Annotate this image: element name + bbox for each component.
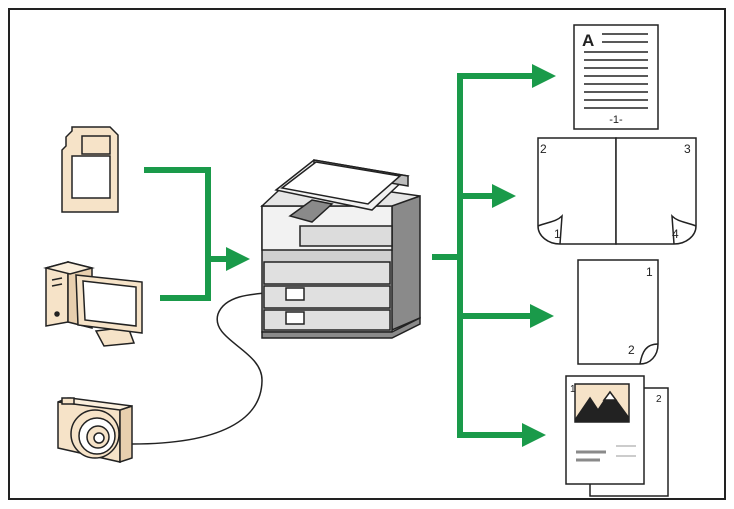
booklet-page-4: 4 xyxy=(672,227,679,241)
camera-icon xyxy=(57,397,133,464)
booklet-icon xyxy=(537,137,697,245)
booklet-page-2: 2 xyxy=(540,142,547,156)
duplex-page-1: 1 xyxy=(646,265,653,279)
duplex-page-icon xyxy=(577,259,659,365)
output-connectors xyxy=(432,73,534,438)
booklet-page-3: 3 xyxy=(684,142,691,156)
photo-pages-icon xyxy=(565,375,669,497)
output-arrow-head-3 xyxy=(530,304,554,328)
input-arrow-head xyxy=(226,247,250,271)
output-arrow-head-4 xyxy=(522,423,546,447)
document-letter: A xyxy=(582,31,594,50)
output-arrow-head-1 xyxy=(532,64,556,88)
usb-cable xyxy=(131,291,281,445)
text-document-icon xyxy=(573,24,659,130)
duplex-page-2: 2 xyxy=(628,343,635,357)
booklet-page-1: 1 xyxy=(554,227,561,241)
photo-tile-number-1: 1 xyxy=(570,384,576,395)
printer-icon xyxy=(260,159,421,339)
sd-card-icon xyxy=(61,126,119,213)
computer-icon xyxy=(43,261,143,347)
output-arrow-head-2 xyxy=(492,184,516,208)
input-bracket-line xyxy=(144,167,211,301)
document-page-label: -1- xyxy=(609,114,623,126)
input-connectors xyxy=(144,167,228,301)
photo-tile-number-2: 2 xyxy=(656,394,662,405)
